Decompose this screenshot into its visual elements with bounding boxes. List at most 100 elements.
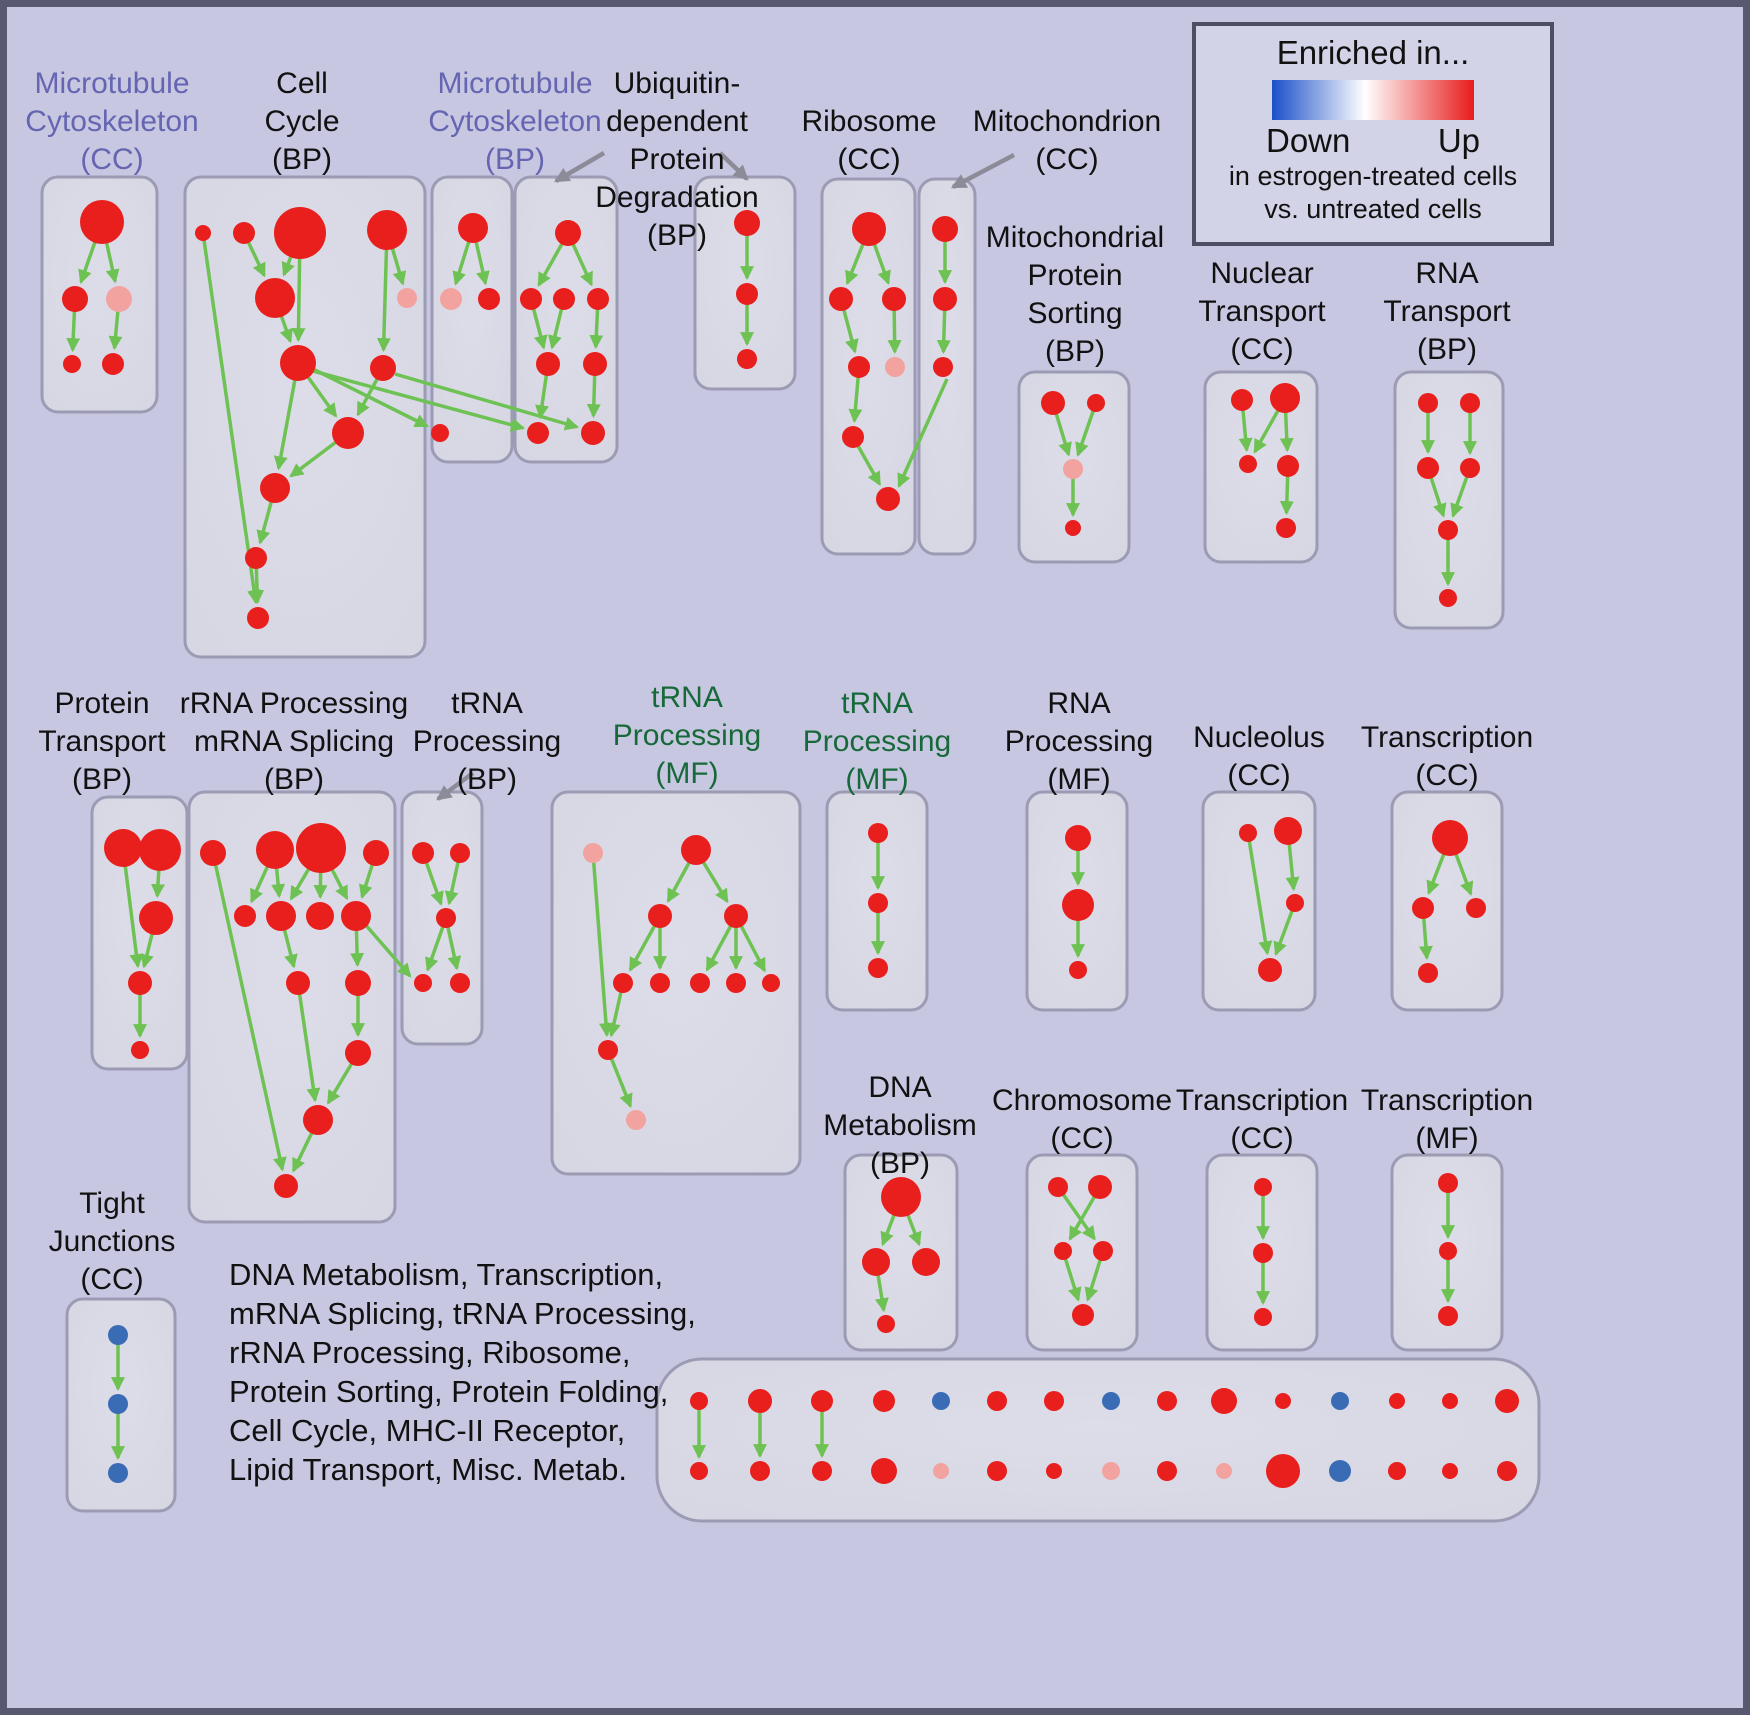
go-term-node — [1216, 1463, 1232, 1479]
go-term-node — [650, 973, 670, 993]
go-term-node — [280, 345, 316, 381]
go-term-node — [303, 1105, 333, 1135]
go-term-node — [912, 1248, 940, 1276]
go-term-node — [553, 288, 575, 310]
go-term-node — [1254, 1308, 1272, 1326]
go-term-node — [587, 288, 609, 310]
go-term-node — [877, 1315, 895, 1333]
cluster-box-misc-terms-strip — [655, 1357, 1541, 1523]
go-term-node — [1239, 455, 1257, 473]
go-term-node — [932, 216, 958, 242]
go-term-node — [104, 829, 142, 867]
misc-list-line: Lipid Transport, Misc. Metab. — [229, 1452, 627, 1487]
go-term-node — [1389, 1393, 1405, 1409]
go-term-node — [274, 207, 326, 259]
go-term-node — [256, 831, 294, 869]
go-term-node — [332, 417, 364, 449]
go-term-node — [1438, 1173, 1458, 1193]
go-term-node — [440, 288, 462, 310]
go-term-node — [852, 212, 886, 246]
go-term-node — [527, 422, 549, 444]
edge-arrow — [1246, 832, 1273, 956]
go-term-node — [274, 1174, 298, 1198]
edge-arrow — [121, 847, 144, 969]
go-term-node — [842, 426, 864, 448]
go-term-node — [1276, 518, 1296, 538]
go-term-node — [1418, 963, 1438, 983]
go-term-node — [108, 1463, 128, 1483]
go-term-node — [882, 287, 906, 311]
cluster-box-chromosome-cc — [1025, 1153, 1139, 1352]
misc-terms-list: DNA Metabolism, Transcription,mRNA Splic… — [229, 1255, 696, 1489]
go-term-node — [450, 973, 470, 993]
go-term-node — [1093, 1241, 1113, 1261]
go-term-node — [933, 1463, 949, 1479]
go-term-node — [583, 352, 607, 376]
go-term-node — [341, 901, 371, 931]
go-term-node — [1157, 1461, 1177, 1481]
edge-arrow — [591, 852, 613, 1038]
legend-subtitle-1: in estrogen-treated cells — [1228, 161, 1518, 191]
go-term-node — [1442, 1393, 1458, 1409]
go-term-node — [306, 902, 334, 930]
go-term-node — [370, 355, 396, 381]
go-term-node — [436, 908, 456, 928]
cross-cluster-edge-arrow — [897, 378, 949, 488]
go-term-node — [1253, 1243, 1273, 1263]
go-term-node — [762, 974, 780, 992]
cluster-box-rna-transport-bp — [1393, 370, 1505, 630]
go-term-node — [520, 288, 542, 310]
edge-arrow — [1075, 402, 1098, 457]
go-term-node — [868, 823, 888, 843]
go-term-node — [1239, 824, 1257, 842]
go-term-node — [885, 357, 905, 377]
go-term-node — [1460, 458, 1480, 478]
go-term-node — [536, 352, 560, 376]
legend-down-label: Down — [1266, 122, 1351, 159]
label-pointer-arrow — [718, 151, 749, 181]
go-term-node — [345, 970, 371, 996]
go-term-node — [1041, 391, 1065, 415]
go-term-node — [108, 1325, 128, 1345]
label-pointer-arrow — [436, 771, 475, 801]
go-term-node — [1062, 889, 1094, 921]
go-term-node — [1418, 393, 1438, 413]
go-term-node — [1048, 1177, 1068, 1197]
legend-gradient-bar — [1272, 80, 1474, 120]
go-term-node — [80, 200, 124, 244]
diagram-canvas — [40, 151, 1541, 1523]
go-term-node — [933, 287, 957, 311]
go-term-node — [1331, 1392, 1349, 1410]
go-term-node — [690, 973, 710, 993]
go-term-node — [63, 355, 81, 373]
go-term-node — [1072, 1304, 1094, 1326]
go-term-node — [1438, 1306, 1458, 1326]
go-term-node — [862, 1248, 890, 1276]
cluster-box-nuclear-transport-cc — [1203, 370, 1319, 564]
go-term-node — [581, 421, 605, 445]
misc-list-line: Protein Sorting, Protein Folding, — [229, 1374, 669, 1409]
go-term-node — [1102, 1392, 1120, 1410]
cluster-box-dna-metabolism-bp — [843, 1153, 959, 1352]
cross-cluster-edge-arrow — [312, 369, 526, 432]
go-term-node — [829, 287, 853, 311]
go-term-node — [812, 1461, 832, 1481]
go-term-node — [1286, 894, 1304, 912]
go-term-node — [431, 424, 449, 442]
go-term-node — [286, 971, 310, 995]
go-term-node — [200, 840, 226, 866]
go-term-node — [478, 288, 500, 310]
edge-arrow — [606, 1049, 633, 1109]
misc-list-line: mRNA Splicing, tRNA Processing, — [229, 1296, 696, 1331]
go-term-node — [345, 1040, 371, 1066]
go-term-node — [1466, 898, 1486, 918]
go-term-node — [1046, 1463, 1062, 1479]
go-term-node — [726, 973, 746, 993]
go-term-node — [233, 222, 255, 244]
go-term-node — [626, 1110, 646, 1130]
go-term-node — [1069, 961, 1087, 979]
go-term-node — [987, 1461, 1007, 1481]
edge-arrow — [376, 229, 391, 353]
go-term-node — [1063, 459, 1083, 479]
